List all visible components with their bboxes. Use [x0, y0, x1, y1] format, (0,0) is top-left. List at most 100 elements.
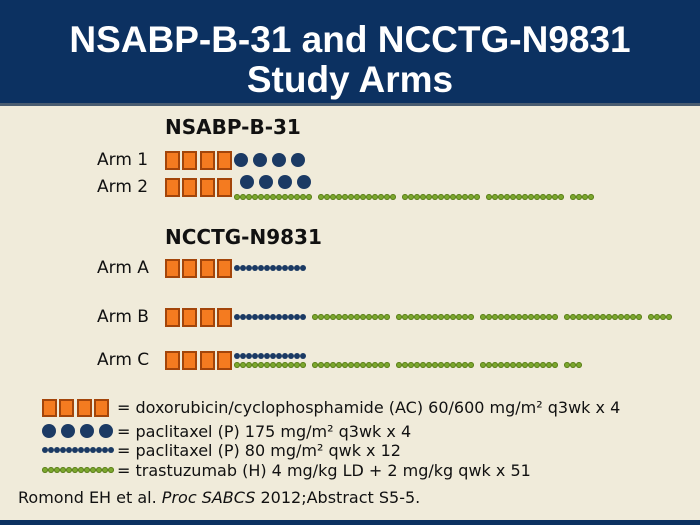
- citation-prefix: Romond EH et al.: [18, 488, 162, 507]
- h-dot: [570, 314, 577, 320]
- h-dot: [240, 193, 247, 200]
- h-dot: [294, 361, 301, 368]
- legend-text: = doxorubicin/cyclophosphamide (AC) 60/6…: [117, 398, 621, 417]
- h-dot-group: [234, 361, 307, 368]
- p-weekly-dot: [246, 314, 253, 320]
- stack-top-row: [234, 352, 588, 359]
- h-dot: [348, 314, 355, 320]
- h-dot: [276, 193, 283, 200]
- h-dot: [318, 193, 325, 200]
- p-weekly-dot: [288, 352, 295, 359]
- h-dot: [240, 361, 247, 368]
- arm-glyphs: [165, 174, 600, 200]
- p-circle: [272, 153, 287, 167]
- h-dot: [66, 467, 72, 473]
- h-dot: [612, 314, 619, 320]
- slide-title-line-1: NSABP-B-31 and NCCTG-N9831: [69, 19, 631, 60]
- arm-glyphs: [165, 350, 588, 370]
- p-weekly-dot: [300, 265, 307, 271]
- ac-square: [199, 177, 215, 197]
- h-dot: [354, 193, 361, 200]
- h-dot: [444, 314, 451, 320]
- h-dot: [258, 361, 265, 368]
- legend-row: = trastuzumab (H) 4 mg/kg LD + 2 mg/kg q…: [42, 461, 531, 480]
- stacked-rows: [234, 352, 588, 368]
- p-weekly-dot: [90, 447, 96, 453]
- h-dot: [402, 314, 409, 320]
- p-weekly-dot: [294, 352, 301, 359]
- h-dot: [468, 314, 475, 320]
- p-circle: [253, 153, 268, 167]
- p-weekly-dot: [96, 447, 102, 453]
- h-dot: [498, 314, 505, 320]
- ac-square: [182, 350, 198, 370]
- h-dot: [390, 193, 397, 200]
- p-weekly-dot: [288, 314, 295, 320]
- h-dot: [552, 314, 559, 320]
- stack-top-row: [240, 174, 600, 189]
- p-circle: [297, 174, 312, 189]
- ac-square: [182, 177, 198, 197]
- h-dot: [504, 361, 511, 368]
- h-dot: [582, 314, 589, 320]
- h-dot: [564, 361, 571, 368]
- arm-label: Arm 1: [97, 150, 149, 170]
- h-dot: [492, 361, 499, 368]
- h-dot: [282, 361, 289, 368]
- p-weekly-dot: [84, 447, 90, 453]
- ac-square: [42, 398, 57, 417]
- h-dot: [582, 193, 589, 200]
- h-dot: [324, 193, 331, 200]
- h-dot: [618, 314, 625, 320]
- ac-square: [165, 307, 180, 327]
- h-dot: [666, 314, 673, 320]
- h-dot: [306, 193, 313, 200]
- legend-row: = doxorubicin/cyclophosphamide (AC) 60/6…: [42, 397, 620, 418]
- h-dot-group: [312, 361, 391, 368]
- h-dot: [366, 361, 373, 368]
- h-dot: [456, 361, 463, 368]
- h-dot: [360, 314, 367, 320]
- stack-bottom-row: [234, 193, 600, 200]
- h-dot: [378, 314, 385, 320]
- legend-text: = paclitaxel (P) 175 mg/m² q3wk x 4: [117, 421, 412, 441]
- h-dot: [552, 193, 559, 200]
- citation: Romond EH et al. Proc SABCS 2012;Abstrac…: [18, 488, 420, 507]
- h-dot-group: [396, 314, 475, 320]
- h-dot: [456, 314, 463, 320]
- h-dot: [528, 193, 535, 200]
- h-dot: [504, 314, 511, 320]
- h-dot: [534, 314, 541, 320]
- h-dot: [546, 361, 553, 368]
- h-dot: [414, 361, 421, 368]
- h-dot: [402, 193, 409, 200]
- h-dot: [438, 193, 445, 200]
- slide-header: NSABP-B-31 and NCCTG-N9831 Study Arms: [0, 0, 700, 106]
- p-circle: [240, 174, 255, 189]
- p-weekly-dot-group: [234, 314, 307, 320]
- p-weekly-dot: [258, 265, 265, 271]
- h-dot: [528, 314, 535, 320]
- h-dot: [432, 361, 439, 368]
- p-weekly-dot: [282, 265, 289, 271]
- h-dot: [54, 467, 60, 473]
- p-weekly-dot: [246, 352, 253, 359]
- h-dot: [588, 193, 595, 200]
- arm-label: Arm C: [97, 350, 150, 370]
- h-dot: [336, 361, 343, 368]
- p-weekly-dot: [282, 314, 289, 320]
- p-weekly-dot: [288, 265, 295, 271]
- stacked-rows: [234, 174, 600, 200]
- p-circle: [42, 424, 56, 438]
- h-dot: [252, 361, 259, 368]
- h-dot: [354, 314, 361, 320]
- h-dot: [48, 467, 54, 473]
- arm-glyphs: [165, 150, 310, 170]
- h-dot-group: [564, 314, 643, 320]
- h-dot: [594, 314, 601, 320]
- h-dot: [300, 361, 307, 368]
- ac-square: [216, 177, 232, 197]
- p-weekly-dot: [240, 314, 247, 320]
- h-dot: [660, 314, 667, 320]
- h-dot: [336, 314, 343, 320]
